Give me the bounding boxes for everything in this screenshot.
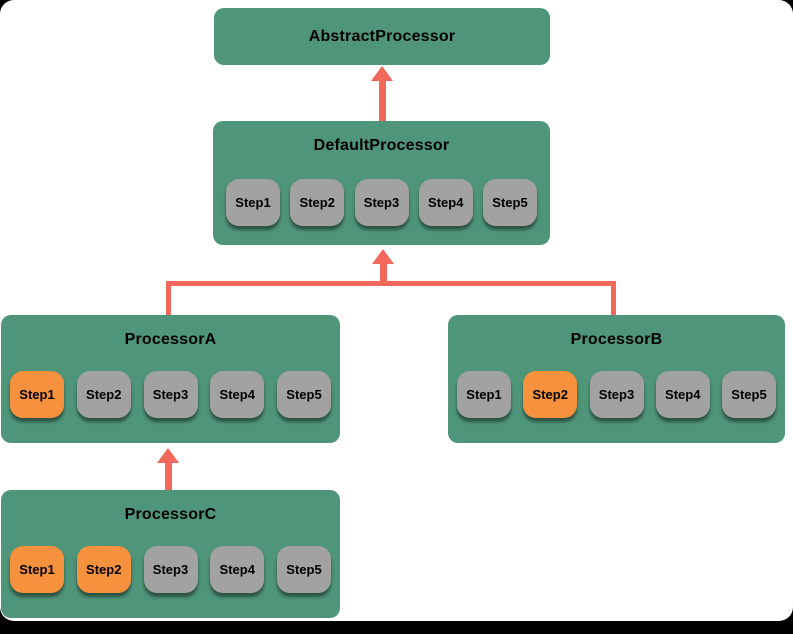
step-chip-overridden: Step2 — [76, 546, 131, 593]
step-chip: Step1 — [226, 179, 280, 226]
node-processor-c: ProcessorC Step1 Step2 Step3 Step4 Step5 — [1, 490, 340, 618]
step-chip-overridden: Step1 — [10, 371, 64, 418]
step-chip: Step4 — [210, 371, 265, 418]
step-chip: Step2 — [76, 371, 131, 418]
step-chip-overridden: Step1 — [10, 546, 64, 593]
node-processor-a: ProcessorA Step1 Step2 Step3 Step4 Step5 — [1, 315, 340, 443]
node-title-processor-c: ProcessorC — [124, 506, 217, 523]
node-title-abstract-processor: AbstractProcessor — [308, 27, 456, 45]
node-title-processor-b: ProcessorB — [570, 331, 663, 348]
branch-connector-processor-a — [166, 281, 171, 315]
step-chip: Step3 — [354, 179, 409, 226]
inheritance-line-default-to-abstract — [379, 79, 386, 122]
step-chip: Step3 — [143, 546, 198, 593]
branch-connector-processor-b — [611, 281, 616, 315]
step-chip: Step2 — [290, 179, 345, 226]
inheritance-arrowhead-children-to-default-icon — [372, 249, 394, 264]
step-chip: Step5 — [277, 546, 331, 593]
step-row-processor-c: Step1 Step2 Step3 Step4 Step5 — [1, 546, 340, 593]
step-chip: Step4 — [655, 371, 710, 418]
inheritance-arrowhead-c-to-a-icon — [157, 448, 179, 463]
diagram-canvas: AbstractProcessor DefaultProcessor Step1… — [0, 0, 793, 621]
step-chip: Step1 — [457, 371, 511, 418]
inheritance-line-c-to-a — [165, 461, 172, 490]
step-chip: Step4 — [210, 546, 265, 593]
branch-connector-horizontal — [166, 281, 616, 286]
step-chip: Step5 — [483, 179, 537, 226]
inheritance-arrowhead-default-to-abstract-icon — [371, 66, 393, 81]
step-chip: Step5 — [277, 371, 331, 418]
step-chip-overridden: Step2 — [523, 371, 578, 418]
node-title-default-processor: DefaultProcessor — [313, 137, 450, 154]
step-chip: Step3 — [589, 371, 644, 418]
step-row-processor-a: Step1 Step2 Step3 Step4 Step5 — [1, 371, 340, 418]
step-chip: Step5 — [722, 371, 776, 418]
node-abstract-processor: AbstractProcessor — [214, 8, 550, 65]
inheritance-line-children-to-default — [380, 262, 387, 286]
node-title-processor-a: ProcessorA — [124, 331, 217, 348]
step-chip: Step3 — [143, 371, 198, 418]
step-chip: Step4 — [418, 179, 473, 226]
